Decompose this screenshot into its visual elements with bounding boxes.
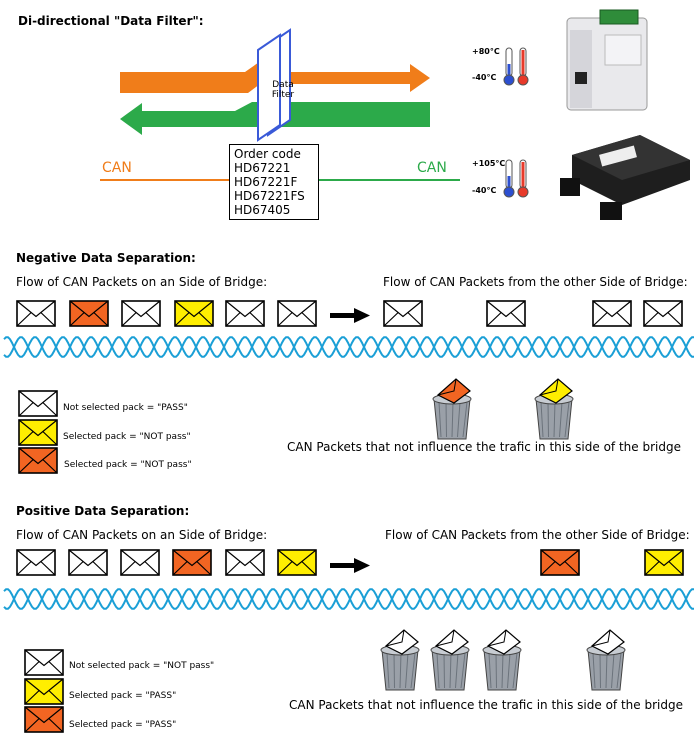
envelope-icon	[18, 419, 58, 446]
device1-temp-low: -40°C	[472, 73, 497, 82]
order-code-item: HD67221FS	[234, 189, 305, 203]
legend-label: Selected pack = "PASS"	[69, 691, 177, 701]
envelope-icon	[24, 649, 64, 676]
filter-label-line2: Filter	[271, 90, 295, 100]
trash-bin-icon	[380, 629, 420, 691]
thermometer-hot-icon	[517, 47, 529, 86]
negative-legend-icons	[18, 390, 58, 474]
envelope-icon	[172, 549, 212, 576]
device2-temp-high: +105°C	[472, 159, 506, 168]
envelope-icon	[277, 300, 317, 327]
trash-bin-icon	[430, 629, 470, 691]
can-label-right: CAN	[417, 160, 447, 176]
order-code-item: HD67221F	[234, 175, 298, 189]
thermometer-cold-icon	[503, 47, 515, 86]
top-title: Di-directional "Data Filter":	[18, 14, 204, 28]
trash-bin-icon	[586, 629, 626, 691]
envelope-icon	[120, 549, 160, 576]
positive-title: Positive Data Separation:	[16, 504, 190, 518]
filter-label: Data Filter	[268, 80, 298, 100]
envelope-icon	[16, 549, 56, 576]
envelope-icon	[69, 300, 109, 327]
envelope-icon	[121, 300, 161, 327]
filter-label-line1: Data	[272, 80, 294, 90]
envelope-icon	[68, 549, 108, 576]
positive-packets-area	[3, 549, 694, 610]
can-bus-wave	[3, 588, 694, 610]
can-label-left: CAN	[102, 160, 132, 176]
legend-label: Selected pack = "PASS"	[69, 720, 177, 730]
positive-flow-right: Flow of CAN Packets from the other Side …	[385, 528, 690, 542]
trash-bin-icon	[432, 378, 472, 440]
negative-flow-right: Flow of CAN Packets from the other Side …	[383, 275, 688, 289]
envelope-icon	[644, 549, 684, 576]
thermometer-cold-icon	[503, 159, 515, 198]
device1-temp-high: +80°C	[472, 47, 500, 56]
order-code-item: HD67405	[234, 203, 291, 217]
flow-arrow-icon	[330, 558, 370, 573]
envelope-icon	[225, 300, 265, 327]
data-filter-diagram	[100, 9, 690, 220]
envelope-icon	[18, 447, 58, 474]
envelope-icon	[24, 678, 64, 705]
envelope-icon	[592, 300, 632, 327]
envelope-icon	[540, 549, 580, 576]
positive-bin-caption: CAN Packets that not influence the trafi…	[289, 698, 683, 712]
envelope-icon	[383, 300, 423, 327]
envelope-icon	[24, 706, 64, 733]
positive-flow-left: Flow of CAN Packets on an Side of Bridge…	[16, 528, 268, 542]
flow-arrow-icon	[330, 308, 370, 323]
negative-flow-left: Flow of CAN Packets on an Side of Bridge…	[16, 275, 268, 289]
envelope-icon	[16, 300, 56, 327]
negative-title: Negative Data Separation:	[16, 251, 196, 265]
envelope-icon	[174, 300, 214, 327]
envelope-icon	[486, 300, 526, 327]
positive-legend-icons	[24, 649, 64, 733]
negative-packets-area	[3, 300, 694, 358]
din-rail-device-image	[566, 9, 648, 111]
device2-temp-low: -40°C	[472, 186, 497, 195]
legend-label: Selected pack = "NOT pass"	[64, 460, 192, 470]
envelope-icon	[18, 390, 58, 417]
trash-bin-icon	[534, 378, 574, 440]
legend-label: Selected pack = "NOT pass"	[63, 432, 191, 442]
legend-label: Not selected pack = "PASS"	[63, 403, 188, 413]
envelope-icon	[277, 549, 317, 576]
can-bus-wave	[3, 336, 694, 358]
legend-label: Not selected pack = "NOT pass"	[69, 661, 215, 671]
negative-bin-caption: CAN Packets that not influence the trafi…	[287, 440, 681, 454]
envelope-icon	[643, 300, 683, 327]
filter-prism-front	[257, 33, 281, 142]
positive-bins-area	[380, 629, 626, 691]
thermometer-hot-icon	[517, 159, 529, 198]
enclosure-device-image	[560, 135, 690, 220]
envelope-icon	[225, 549, 265, 576]
order-code-item: HD67221	[234, 161, 291, 175]
trash-bin-icon	[482, 629, 522, 691]
order-code-box: Order code HD67221 HD67221F HD67221FS HD…	[229, 144, 319, 220]
negative-bins-area	[432, 378, 574, 440]
order-code-title: Order code	[234, 147, 301, 161]
